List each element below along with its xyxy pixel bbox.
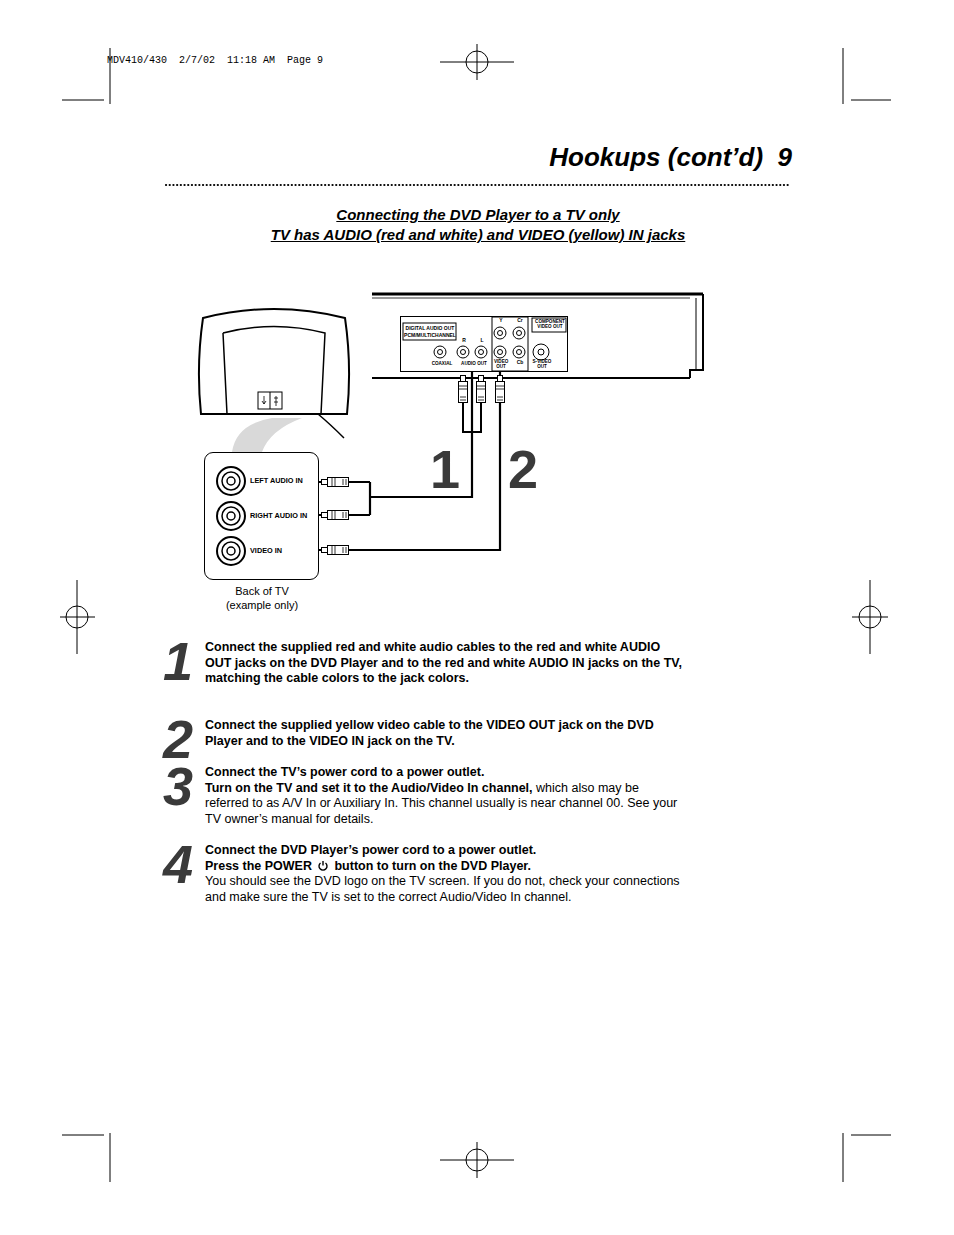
dvd-jack-panel-label: Y: [497, 318, 505, 323]
step-text: Connect the DVD Player’s power cord to a…: [205, 843, 683, 905]
step-number: 4: [163, 837, 193, 891]
print-header: MDV410/430 2/7/02 11:18 AM Page 9: [107, 55, 323, 66]
callout-number: 1: [430, 442, 460, 496]
tv-jack-panel-label: LEFT AUDIO IN: [250, 477, 318, 485]
step-instruction: button to turn on the DVD Player.: [334, 859, 531, 873]
tv-jack-panel: LEFT AUDIO INRIGHT AUDIO INVIDEO INBack …: [204, 452, 319, 580]
step-instruction: Press the POWER: [205, 859, 312, 873]
tv-jack-panel-label: RIGHT AUDIO IN: [250, 512, 318, 520]
step-text: Connect the supplied yellow video cable …: [205, 718, 683, 749]
step-instruction: Connect the supplied red and white audio…: [205, 640, 682, 685]
subtitle: TV has AUDIO (red and white) and VIDEO (…: [168, 226, 788, 243]
step-instruction: Connect the TV’s power cord to a power o…: [205, 765, 683, 781]
tv-jacks: [217, 467, 245, 565]
step-note: You should see the DVD logo on the TV sc…: [205, 874, 683, 905]
step-instruction: Turn on the TV and set it to the Audio/V…: [205, 781, 533, 795]
step-instruction: Connect the DVD Player’s power cord to a…: [205, 843, 683, 859]
dvd-jack-panel-label: VIDEO OUT: [494, 360, 508, 370]
callout-number: 2: [508, 442, 538, 496]
dvd-jack-panel-label: Cb: [515, 360, 525, 365]
dotted-rule: [166, 184, 790, 186]
dvd-jacks: [403, 317, 566, 371]
dvd-chassis: [372, 294, 703, 378]
tv-jack-panel-label: VIDEO IN: [250, 547, 318, 555]
crop-marks: [60, 44, 891, 1182]
subtitle: Connecting the DVD Player to a TV only: [168, 206, 788, 223]
dvd-jack-panel-label: AUDIO OUT: [459, 362, 489, 367]
dvd-jack-panel: DIGITAL AUDIO OUTPCM/MULTICHANNELRLYCrCO…: [400, 316, 568, 372]
cable: [319, 372, 472, 515]
dvd-jack-panel-label: S-VIDEO OUT: [531, 360, 553, 370]
dvd-jack-panel-label: Cr: [515, 318, 525, 323]
power-symbol: [317, 860, 329, 871]
tv-back: [199, 309, 349, 452]
step-text: Connect the TV’s power cord to a power o…: [205, 765, 683, 827]
dvd-jack-panel-label: PCM/MULTICHANNEL: [404, 333, 456, 338]
dvd-jack-panel-label: COMPONENT VIDEO OUT: [533, 320, 567, 330]
step-instruction: Connect the supplied yellow video cable …: [205, 718, 654, 748]
rca-plugs: [322, 376, 505, 555]
step-number: 3: [163, 759, 193, 813]
dvd-jack-panel-label: L: [478, 338, 486, 343]
step-number: 2: [163, 712, 193, 766]
cable: [319, 372, 500, 550]
dvd-jack-panel-label: COAXIAL: [429, 362, 455, 367]
dvd-jack-panel-label: R: [460, 338, 468, 343]
tv-jack-panel-label: Back of TV (example only): [214, 584, 310, 612]
step-text: Connect the supplied red and white audio…: [205, 640, 683, 687]
page-title: Hookups (cont’d) 9: [549, 142, 792, 173]
step-number: 1: [163, 634, 193, 688]
dvd-jack-panel-label: DIGITAL AUDIO OUT: [404, 326, 456, 331]
